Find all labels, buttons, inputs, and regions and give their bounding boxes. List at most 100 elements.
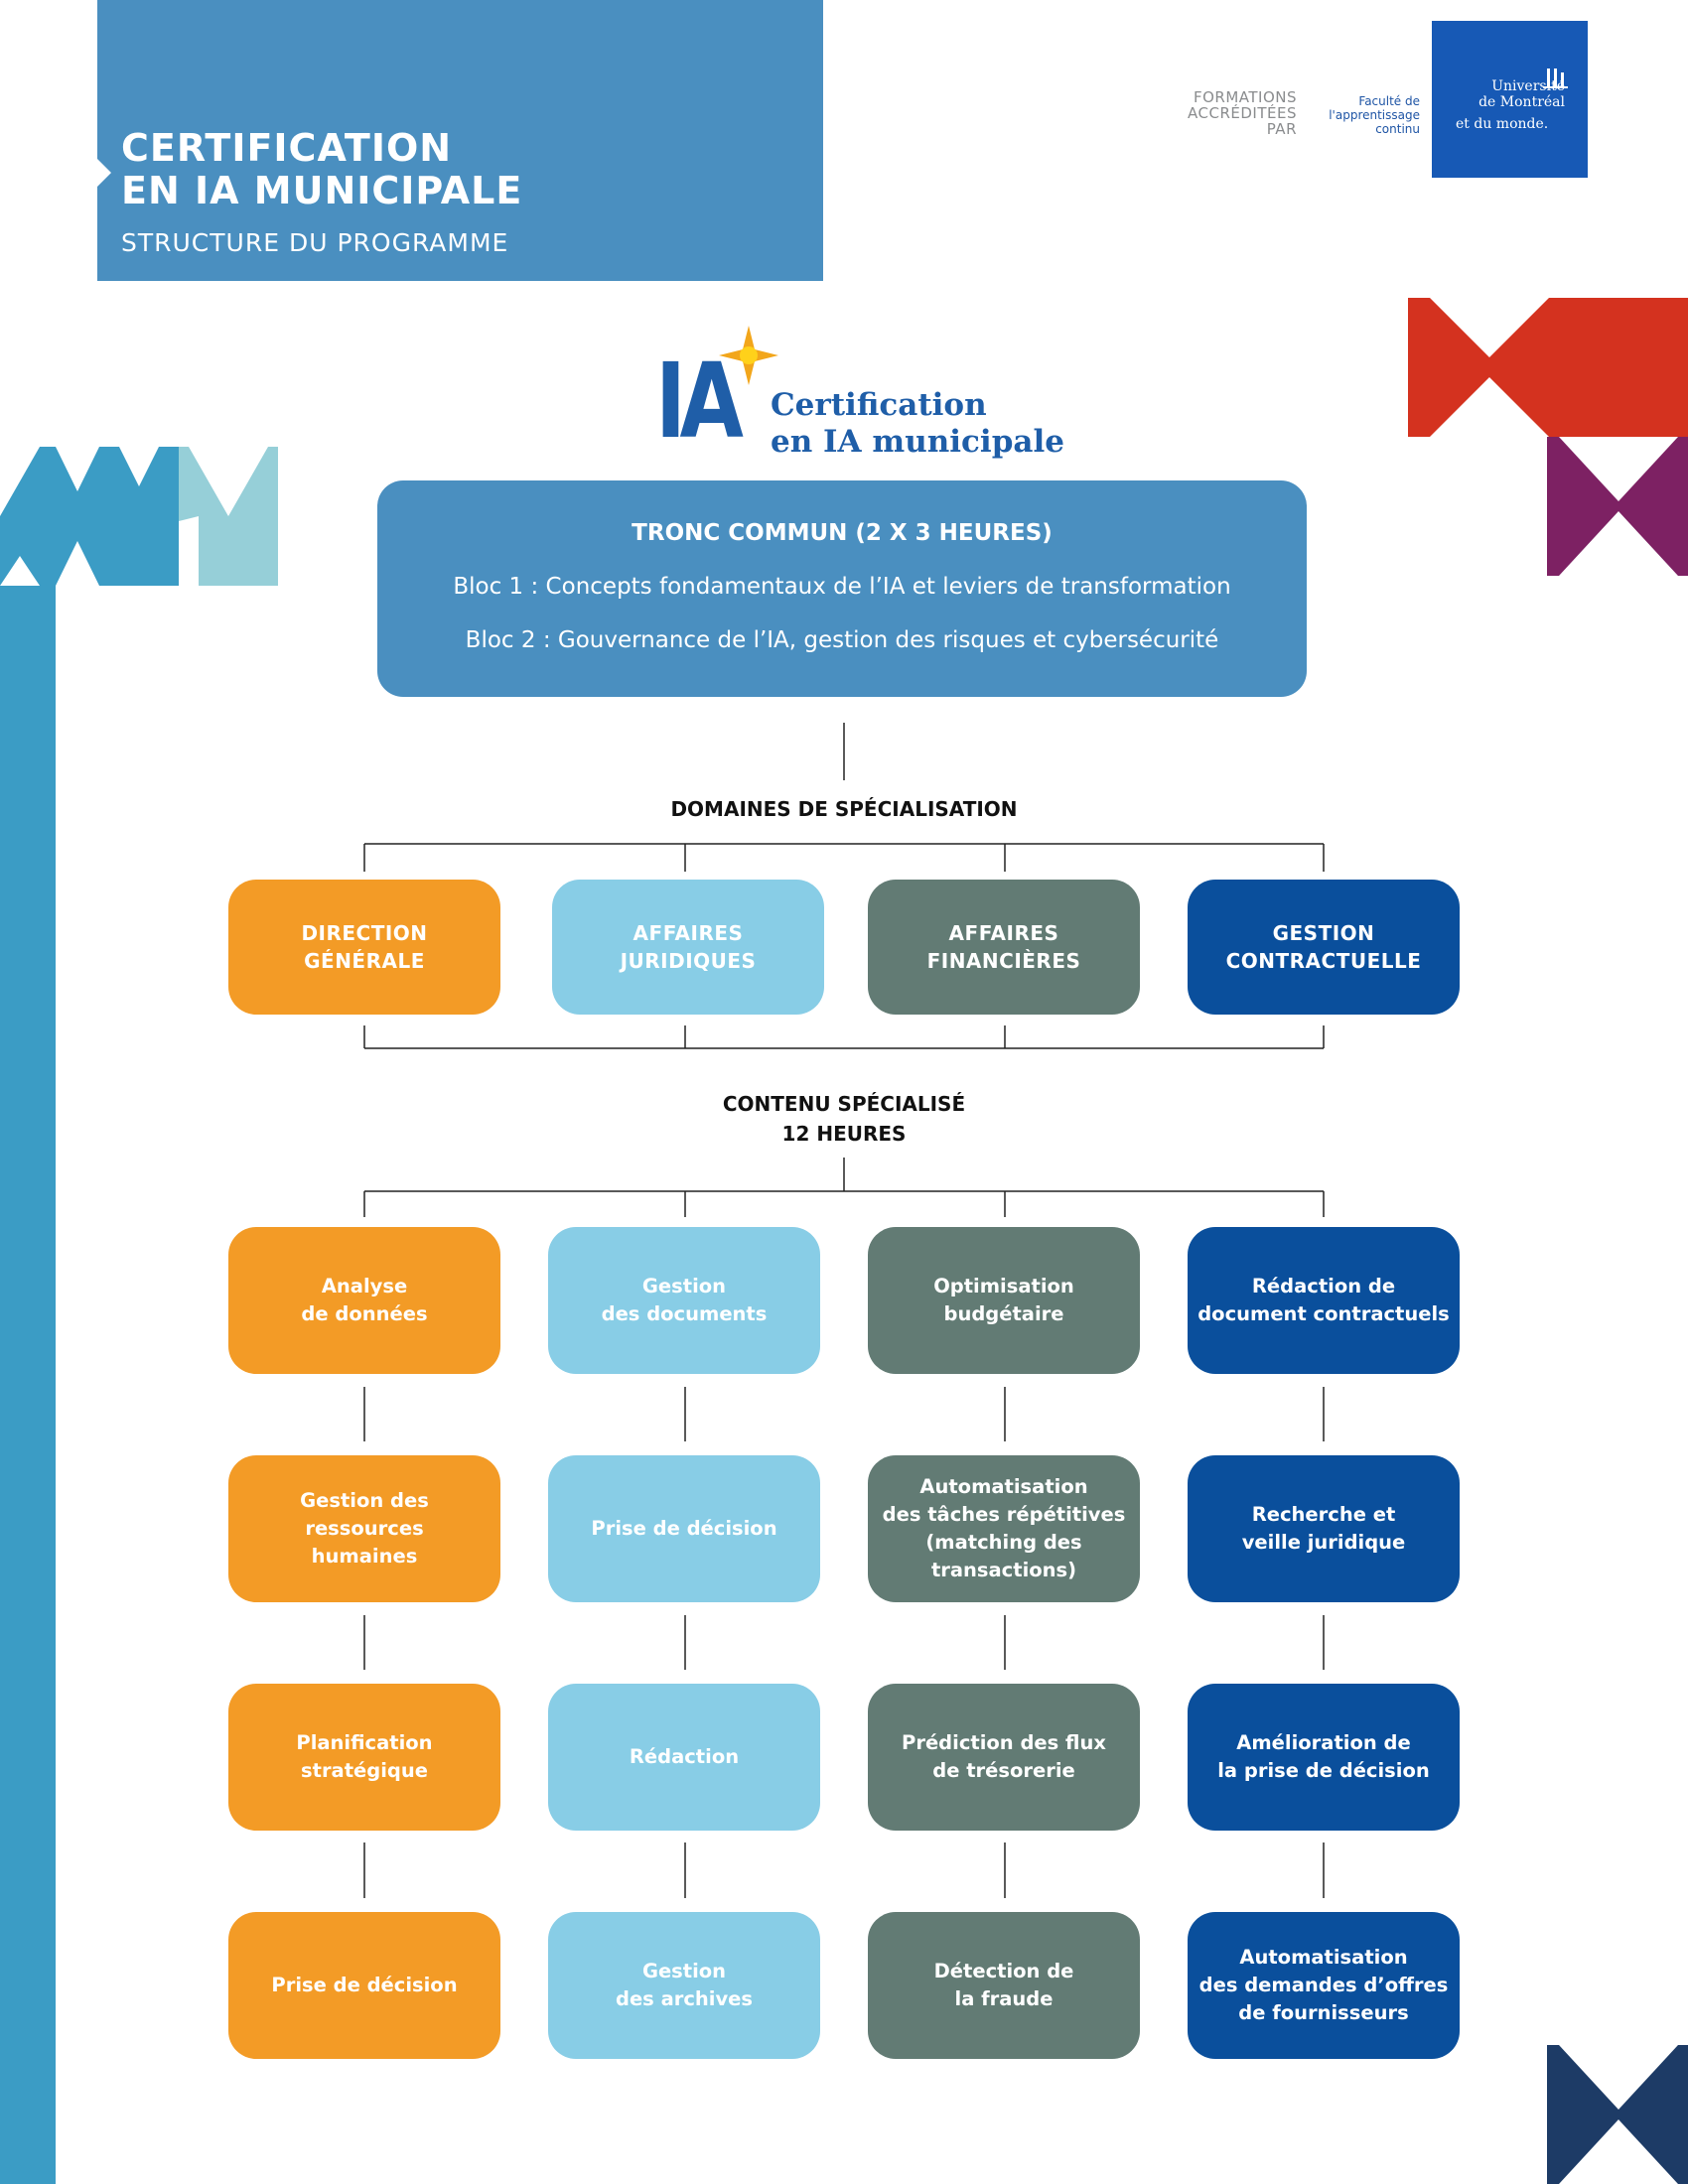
logo-star-icon [719, 326, 778, 385]
content-line: des archives [615, 1987, 754, 2010]
logo-ia-mark: IA [655, 341, 744, 462]
content-line: Analyse [321, 1275, 408, 1297]
content-line: Gestion [641, 1960, 727, 1982]
content-box: Recherche et veille juridique [1188, 1455, 1460, 1602]
domain-label-line-1: DIRECTION [301, 921, 428, 945]
content-box: Prise de décision [548, 1455, 820, 1602]
domain-affaires-financieres: AFFAIRES FINANCIÈRES [868, 880, 1140, 1015]
content-line: Rédaction de [1251, 1275, 1396, 1297]
content-line: Planification stratégique [296, 1731, 433, 1782]
content-box: Gestion des ressources humaines [228, 1455, 500, 1602]
content-line: des documents [601, 1302, 768, 1325]
content-box: Détection de la fraude [868, 1912, 1140, 2059]
tronc-commun-title: TRONC COMMUN (2 X 3 HEURES) [632, 520, 1053, 546]
content-box: Automatisation des tâches répétitives (mat… [868, 1455, 1140, 1602]
content-line: budgétaire [943, 1302, 1064, 1325]
content-box: Amélioration de la prise de décision [1188, 1684, 1460, 1831]
accreditation-line-1: FORMATIONS [1193, 88, 1297, 106]
banner-notch [97, 159, 111, 187]
contenu-label: CONTENU SPÉCIALISÉ 12 HEURES [546, 1089, 1142, 1149]
content-box: Rédaction [548, 1684, 820, 1831]
content-line: Gestion des ressources [300, 1489, 429, 1540]
content-line: de données [301, 1302, 428, 1325]
domain-gestion-contractuelle: GESTION CONTRACTUELLE [1188, 880, 1460, 1015]
content-line: Optimisation [933, 1275, 1074, 1297]
contenu-label-line-2: 12 HEURES [781, 1122, 907, 1146]
content-line: humaines [311, 1545, 418, 1568]
content-line: Prise de décision [271, 1974, 458, 1996]
logo-line-2: en IA municipale [771, 424, 1064, 460]
content-line: de trésorerie [932, 1759, 1075, 1782]
faculty-line-1: Faculté de [1358, 94, 1420, 108]
content-line: Prise de décision [591, 1517, 777, 1540]
logo-line-1: Certification [771, 387, 987, 423]
content-box: Automatisation des demandes d’offres de fo… [1188, 1912, 1460, 2059]
content-box: Analyse de données [228, 1227, 500, 1374]
content-line: Automatisation [919, 1475, 1088, 1498]
content-line: Rédaction [629, 1745, 740, 1768]
accreditation-text: FORMATIONS ACCRÉDITÉES PAR [1152, 89, 1297, 137]
content-line: Amélioration de [1236, 1731, 1411, 1754]
connector-lines [363, 723, 1325, 1898]
domain-label-line-1: AFFAIRES [633, 921, 744, 945]
domain-label-line-2: CONTRACTUELLE [1225, 949, 1422, 973]
content-line: transactions) [930, 1559, 1077, 1581]
accreditation-line-3: PAR [1266, 120, 1297, 138]
content-line: Gestion [641, 1275, 727, 1297]
content-box: Rédaction de document contractuels [1188, 1227, 1460, 1374]
domain-affaires-juridiques: AFFAIRES JURIDIQUES [552, 880, 824, 1015]
faculty-line-3: continu [1375, 122, 1420, 136]
right-x-purple [1547, 437, 1688, 576]
content-box: Prédiction des flux de trésorerie [868, 1684, 1140, 1831]
content-line: des demandes d’offres [1198, 1974, 1449, 1996]
domain-label-line-2: FINANCIÈRES [926, 949, 1081, 973]
content-line: des tâches répétitives [882, 1503, 1126, 1526]
university-name-line-2: de Montréal [1478, 94, 1565, 110]
tronc-bloc-2: Bloc 2 : Gouvernance de l’IA, gestion de… [465, 627, 1219, 653]
content-line: veille juridique [1241, 1531, 1406, 1554]
content-box: Gestion des documents [548, 1227, 820, 1374]
university-name-line-1: Université [1491, 78, 1565, 94]
content-line: Recherche et [1251, 1503, 1396, 1526]
left-decorative-bar [0, 586, 56, 2184]
content-box: Prise de décision [228, 1912, 500, 2059]
domaines-label: DOMAINES DE SPÉCIALISATION [670, 797, 1018, 821]
university-logo: Université de Montréal et du monde. [1432, 21, 1588, 178]
content-box: Optimisation budgétaire [868, 1227, 1140, 1374]
content-line: de fournisseurs [1238, 2001, 1409, 2024]
faculty-line-2: l'apprentissage [1329, 108, 1420, 122]
contenu-label-line-1: CONTENU SPÉCIALISÉ [722, 1092, 966, 1116]
right-x-navy [1547, 2045, 1688, 2184]
domain-label-line-1: AFFAIRES [948, 921, 1059, 945]
content-line: la prise de décision [1217, 1759, 1430, 1782]
content-line: Automatisation [1239, 1946, 1408, 1969]
accreditation-line-2: ACCRÉDITÉES [1188, 104, 1297, 122]
content-line: (matching des [925, 1531, 1082, 1554]
left-x-cut-1 [0, 447, 40, 516]
university-building-icon [1543, 68, 1568, 88]
tronc-bloc-1: Bloc 1 : Concepts fondamentaux de l’IA e… [453, 574, 1231, 600]
university-tagline: et du monde. [1456, 116, 1549, 132]
faculty-logo: Faculté de l'apprentissage continu [1321, 94, 1420, 136]
content-box: Gestion des archives [548, 1912, 820, 2059]
logo-text: Certification en IA municipale [771, 387, 1064, 461]
page-subtitle: STRUCTURE DU PROGRAMME [121, 228, 509, 257]
content-line: document contractuels [1197, 1302, 1450, 1325]
page-title: CERTIFICATION EN IA MUNICIPALE [121, 127, 796, 212]
domain-label-line-2: GÉNÉRALE [304, 949, 425, 973]
title-line-1: CERTIFICATION [121, 126, 453, 170]
content-line: la fraude [954, 1987, 1054, 2010]
domain-label-line-2: JURIDIQUES [620, 949, 757, 973]
tronc-commun-box: TRONC COMMUN (2 X 3 HEURES) Bloc 1 : Con… [377, 480, 1307, 697]
domain-direction-generale: DIRECTION GÉNÉRALE [228, 880, 500, 1015]
left-x-block-2 [56, 447, 99, 586]
content-box: Planification stratégique [228, 1684, 500, 1831]
content-line: Détection de [933, 1960, 1074, 1982]
domain-label-line-1: GESTION [1272, 921, 1375, 945]
title-line-2: EN IA MUNICIPALE [121, 169, 523, 212]
content-line: Prédiction des flux [902, 1731, 1106, 1754]
university-name: Université de Montréal [1456, 78, 1565, 110]
header-banner [97, 0, 823, 281]
right-x-red [1408, 298, 1589, 437]
